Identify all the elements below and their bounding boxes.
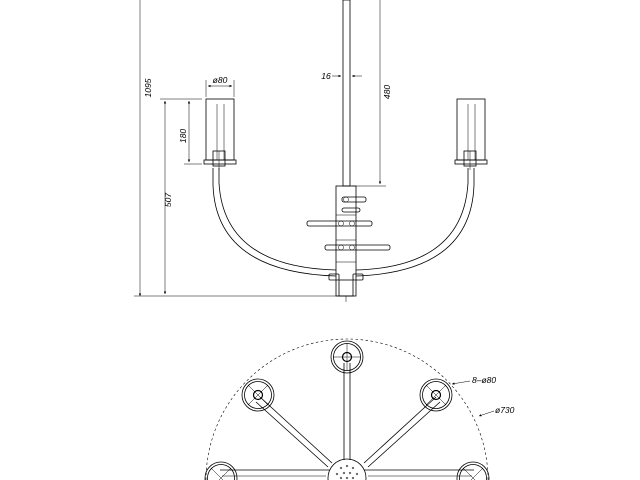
shade-diameter-label: ø80	[213, 75, 228, 85]
span-circle-outline	[205, 338, 489, 480]
rod-diameter-label: 16	[321, 71, 331, 81]
plan-shade-upper-left	[241, 378, 275, 412]
arm-height-label: 507	[163, 193, 173, 207]
plan-shade-left	[204, 461, 238, 480]
plan-shade-right	[456, 461, 490, 480]
plan-center-hub	[327, 458, 367, 480]
shade-count-diameter-label: 8–ø80	[472, 375, 496, 385]
right-curved-arm	[352, 168, 475, 281]
plan-arms	[220, 363, 474, 477]
dimension-arm-height: 507	[160, 98, 202, 294]
shade-height-label: 180	[178, 129, 188, 143]
dimension-shade-height: 180	[178, 101, 202, 165]
left-lamp-shade	[203, 98, 237, 170]
right-lamp-shade	[454, 98, 488, 170]
plan-shade-upper-right	[419, 378, 453, 412]
span-diameter-label: ø730	[495, 405, 515, 415]
dimension-rod-length: 480	[352, 0, 392, 187]
dimension-shade-count: 8–ø80	[451, 375, 496, 385]
total-height-label: 1095	[143, 78, 153, 97]
plan-view: 8–ø80 ø730	[204, 338, 515, 480]
dimension-total-height: 1095	[134, 0, 340, 297]
central-rod	[342, 0, 351, 187]
side-elevation-view: 1095 507 180 ø80 16	[134, 0, 488, 302]
rod-length-label: 480	[382, 85, 392, 99]
left-curved-arm	[212, 168, 340, 281]
hub-arm-stubs	[306, 196, 391, 251]
plan-shade-top	[330, 340, 364, 374]
dimension-shade-diameter: ø80	[205, 75, 235, 97]
dimension-rod-diameter: 16	[321, 71, 362, 81]
dimension-span-diameter: ø730	[478, 405, 515, 417]
